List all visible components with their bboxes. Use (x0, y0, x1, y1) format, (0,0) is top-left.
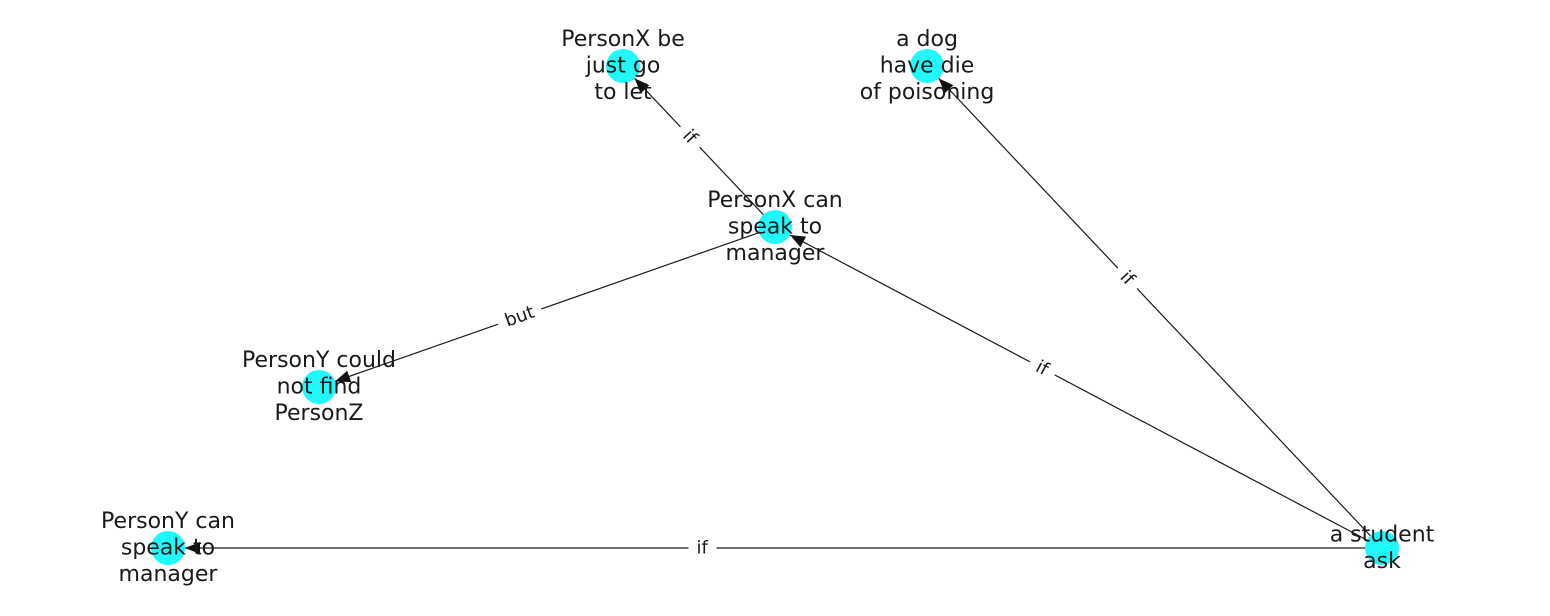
arrowhead-n6-n5 (185, 542, 200, 554)
edge-n6-n3 (789, 234, 1383, 549)
edge-label-background (1108, 259, 1147, 298)
edge-n3-n4 (334, 226, 776, 382)
edge-label-background (493, 297, 546, 336)
node-label-line: PersonX can (707, 188, 843, 213)
node-label-line: PersonY could (242, 348, 396, 373)
node-label-line: a student (1330, 522, 1435, 547)
node-label-line: manager (726, 241, 826, 266)
node-label-line: manager (119, 562, 219, 587)
node-label-line: PersonY can (101, 509, 235, 534)
edge-label-background (688, 535, 717, 561)
node-label-line: speak to (121, 536, 215, 561)
edge-label-n3-n1: if (671, 118, 709, 156)
node-label-line: just go (585, 54, 661, 79)
edge-label-background (671, 118, 709, 156)
node-label-line: speak to (728, 215, 822, 240)
edge-label-n6-n5: if (688, 535, 717, 561)
node-label-line: ask (1363, 549, 1401, 574)
edge-label-n6-n3: if (1024, 350, 1061, 386)
edge-n6-n2 (938, 77, 1383, 549)
node-label-line: not find (277, 375, 362, 400)
node-label-line: a dog (896, 27, 958, 52)
node-circle (302, 370, 336, 404)
edge-label-background (1024, 350, 1061, 386)
arrowhead-n6-n2 (938, 78, 954, 94)
node-label-line: PersonZ (275, 401, 364, 426)
node-circle (758, 210, 792, 244)
node-label-line: PersonX be (561, 27, 685, 52)
node-label-line: have die (880, 54, 975, 79)
edge-n3-n1 (634, 77, 776, 228)
node-label-line: of poisoning (860, 80, 995, 105)
node-circle (151, 531, 185, 565)
node-circle (910, 49, 944, 83)
node-circle (1365, 531, 1399, 565)
edge-label-n6-n2: if (1108, 259, 1147, 298)
node-circle (606, 49, 640, 83)
node-label-line: to let (594, 80, 652, 105)
edge-labels-layer: if if if but if (493, 118, 1147, 561)
edges-layer (185, 77, 1383, 554)
edge-label-n3-n4: but (493, 297, 546, 336)
edge-label-text: if (696, 538, 708, 559)
arrowhead-n3-n4 (335, 370, 352, 383)
arrowhead-n3-n1 (634, 78, 650, 94)
arrowhead-n6-n3 (790, 234, 807, 248)
